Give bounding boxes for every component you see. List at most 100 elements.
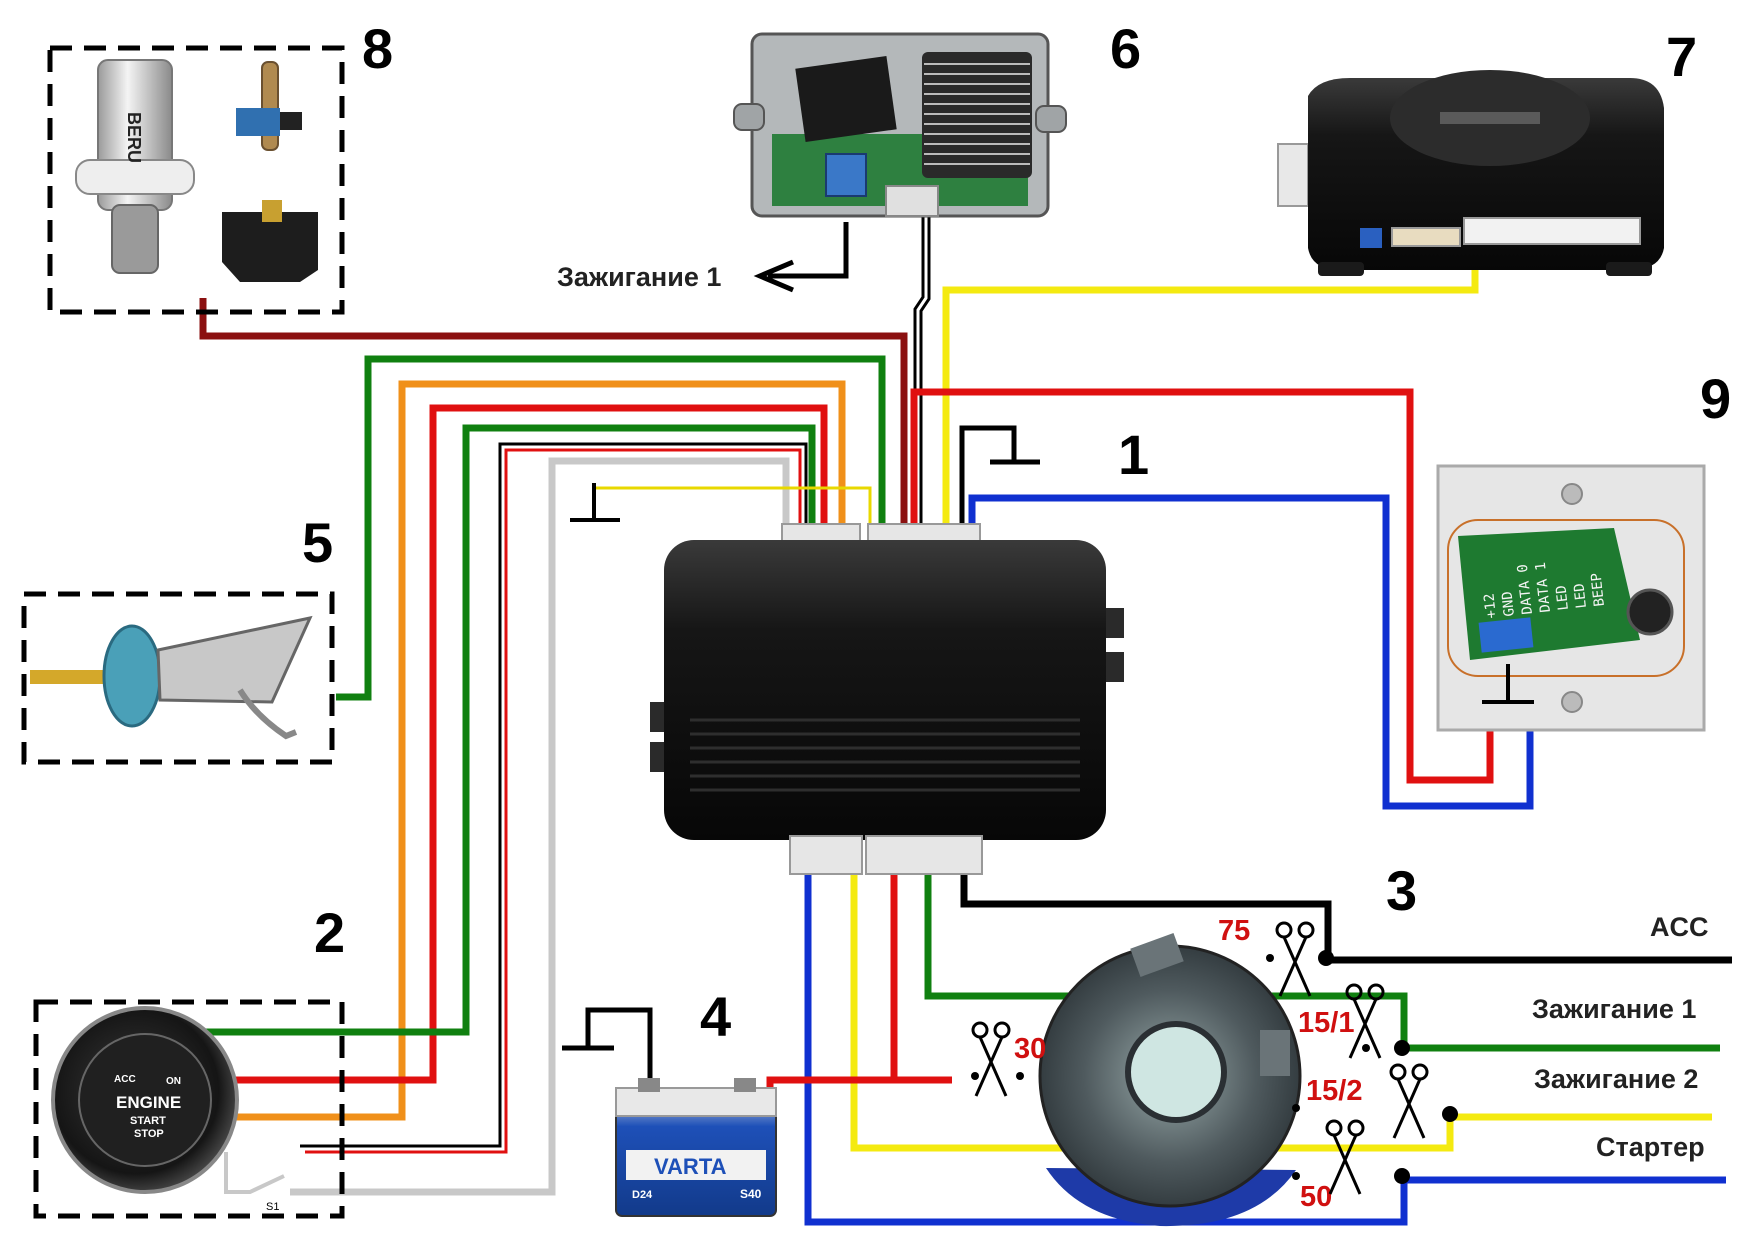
- button-face: [78, 1033, 212, 1167]
- module-ribs: [690, 718, 1080, 792]
- component-number-3: 3: [1386, 859, 1417, 922]
- reader-pin-12v: +12: [1481, 592, 1500, 619]
- label-ignition-1: Зажигание 1: [1532, 994, 1696, 1024]
- wire-thin-black: [300, 442, 808, 1148]
- label-ignition-1-top: Зажигание 1: [557, 262, 721, 292]
- component-5-brake-pedal: 5: [21, 511, 335, 765]
- component-4-battery: VARTA D24 S40 4: [615, 985, 777, 1217]
- battery-terminal-pos: [734, 1078, 756, 1092]
- pedal-bracket: [156, 615, 313, 704]
- component-number-9: 9: [1700, 367, 1731, 430]
- module-side-tab-left-b: [650, 742, 668, 772]
- button-acc-label: ACC: [114, 1074, 136, 1085]
- terminal-15-1: 15/1: [1298, 1007, 1354, 1039]
- ignition-switch-hole: [1125, 1021, 1227, 1123]
- alarm-small-connector: [1391, 227, 1461, 247]
- bypass-mount-right: [1035, 105, 1067, 133]
- component-number-6: 6: [1110, 17, 1141, 80]
- wire-thin-red: [305, 448, 802, 1154]
- reader-antenna: [1447, 519, 1685, 677]
- reader-screw-top: [1561, 483, 1583, 505]
- wire-black-6-ignition: [768, 222, 849, 279]
- wire-yellow-ground: [594, 486, 872, 528]
- bypass-connector: [885, 185, 939, 217]
- bypass-chip: [795, 55, 897, 143]
- label-starter: Стартер: [1596, 1132, 1705, 1162]
- dashed-frame-5: [21, 591, 335, 765]
- reader-ground-symbol: [1482, 664, 1534, 704]
- alarm-connector-side: [1277, 143, 1309, 207]
- component-number-7: 7: [1666, 25, 1697, 88]
- wire-black-acc: [960, 870, 1332, 958]
- alarm-logo: [1440, 112, 1540, 124]
- battery-terminal-neg: [638, 1078, 660, 1092]
- wire-red-reader: [910, 388, 1494, 784]
- switch-s1-label: S1: [266, 1201, 279, 1213]
- component-number-4: 4: [700, 985, 731, 1048]
- cut-mark-30: [971, 1021, 1011, 1097]
- wire-white-6: [916, 214, 928, 528]
- cut-mark-15-2: [1389, 1063, 1429, 1139]
- battery-brand: VARTA: [654, 1154, 727, 1179]
- hall-sensor-plate: [261, 61, 279, 151]
- bypass-coil-windings: [924, 63, 1030, 165]
- reader-terminal-block: [1478, 617, 1534, 653]
- module-side-tab-right-a: [1106, 608, 1124, 638]
- battery-label-band: [626, 1150, 766, 1180]
- wire-orange-button: [178, 380, 846, 1121]
- wire-blue-starter: [804, 870, 1408, 1226]
- bypass-blue-relay: [825, 153, 867, 197]
- wire-yellow-alarm: [942, 248, 1479, 528]
- battery-model: D24: [632, 1189, 653, 1201]
- alarm-foot-left: [1318, 262, 1364, 276]
- button-engine-label: ENGINE: [116, 1093, 181, 1112]
- component-7-alarm-unit: 7: [1277, 25, 1697, 276]
- hall-sensor-connector: [280, 112, 302, 130]
- component-3-ignition-switch: 3 75 30 15/1 15/2 50: [971, 859, 1458, 1227]
- terminal-15-2: 15/2: [1306, 1075, 1362, 1107]
- alarm-foot-right: [1606, 262, 1652, 276]
- reader-pin-data0: DATA 0: [1515, 563, 1536, 615]
- dashed-frame-2: [33, 999, 345, 1219]
- reader-pin-gnd: GND: [1499, 590, 1518, 617]
- terminal-50: 50: [1300, 1181, 1332, 1213]
- module-bottom-connector-a: [789, 835, 863, 875]
- terminal-30: 30: [1014, 1033, 1046, 1065]
- alarm-blue-connector: [1360, 228, 1382, 248]
- module-bottom-connector-b: [865, 835, 983, 875]
- label-ignition-2: Зажигание 2: [1534, 1064, 1698, 1094]
- wire-black-battery-ground: [585, 1007, 653, 1142]
- wire-blue-reader: [968, 494, 1534, 810]
- reader-pin-led-b: LED: [1571, 582, 1590, 609]
- switch-contact-a: [1130, 933, 1184, 977]
- battery-spec: S40: [740, 1187, 762, 1201]
- component-number-8: 8: [362, 17, 393, 80]
- output-labels: ACC Зажигание 1 Зажигание 2 Стартер: [1532, 912, 1709, 1162]
- wire-green-ground: [570, 483, 596, 522]
- bypass-mount-left: [733, 103, 765, 131]
- label-acc: ACC: [1650, 912, 1709, 942]
- brake-booster: [102, 624, 162, 728]
- coil-base: [111, 204, 159, 274]
- terminal-75: 75: [1218, 915, 1250, 947]
- module-side-tab-left-a: [650, 702, 668, 732]
- component-8-ignition-parts: BERU 8: [47, 17, 393, 315]
- component-1-main-module: 1: [650, 423, 1149, 875]
- component-number-1: 1: [1118, 423, 1149, 486]
- coil-bracket: [75, 159, 195, 195]
- cut-mark-50: [1325, 1119, 1365, 1195]
- component-9-card-reader: +12 GND DATA 0 DATA 1 LED LED BEEP 9: [1436, 367, 1731, 732]
- arrow-ignition-1-top: [753, 259, 794, 293]
- alarm-pin-strip: [1463, 217, 1641, 245]
- brake-switch-s1: [224, 1152, 300, 1194]
- component-number-5: 5: [302, 511, 333, 574]
- coil-brand: BERU: [124, 112, 144, 163]
- button-stop-label: STOP: [134, 1128, 164, 1140]
- wire-green-pedal: [336, 355, 886, 701]
- cut-mark-15-1: [1345, 983, 1385, 1059]
- component-6-bypass-module: 6 Зажигание 1: [557, 17, 1141, 292]
- junction-dots: [971, 950, 1458, 1184]
- module-case: [664, 540, 1106, 840]
- pedal-arm: [237, 688, 298, 740]
